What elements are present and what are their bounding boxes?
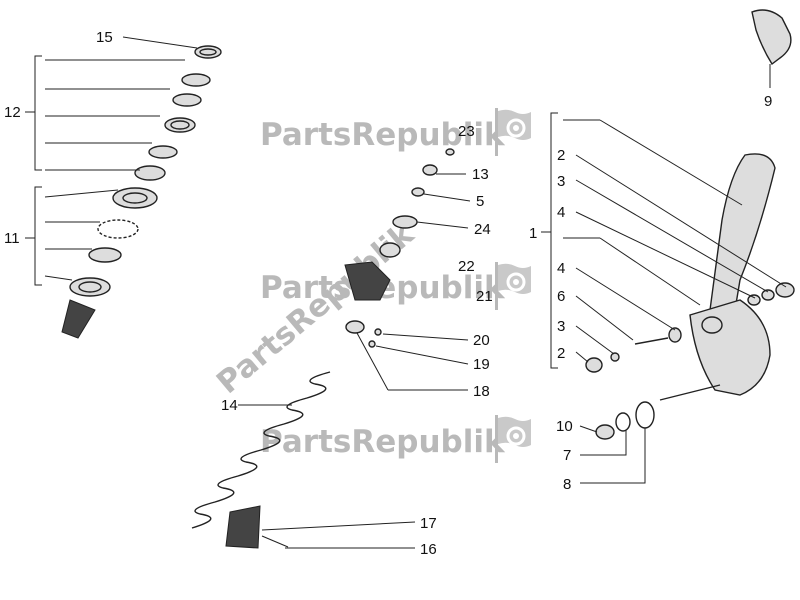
callout-24: 24 [474,221,491,238]
strap-part [751,9,792,88]
spring-assembly [191,371,416,549]
callout-10: 10 [556,418,573,435]
callout-4-bottom: 4 [557,260,565,277]
callout-13: 13 [472,166,489,183]
callout-19: 19 [473,356,490,373]
watermark-text: PartsRepublik [260,117,506,153]
callout-3-bottom: 3 [557,318,565,335]
watermark-text: PartsRepublik [260,424,506,460]
gear-icon [506,272,526,292]
gear-icon [506,426,526,446]
callout-6: 6 [557,288,565,305]
callout-2-top: 2 [557,147,565,164]
bracket-1 [541,112,787,369]
callout-9: 9 [764,93,772,110]
watermark-bottom: PartsRepublik [260,415,531,463]
callout-21: 21 [476,288,493,305]
callout-15: 15 [96,29,113,46]
callout-16: 16 [420,541,437,558]
callout-17: 17 [420,515,437,532]
gear-icon [506,118,526,138]
center-leaders [356,173,471,391]
callout-22: 22 [458,258,475,275]
callout-4-top: 4 [557,204,565,221]
callout-labels: 15 12 11 9 23 13 5 24 22 21 20 19 18 14 … [4,29,772,558]
headset-bearing-parts [61,45,222,339]
callout-2-bottom: 2 [557,345,565,362]
callout-1: 1 [529,225,537,242]
bracket-11 [25,186,119,286]
callout-11: 11 [4,230,20,247]
callout-14: 14 [221,397,238,414]
callout-23: 23 [458,123,475,140]
callout-3-top: 3 [557,173,565,190]
callout-8: 8 [563,476,571,493]
callout-5: 5 [476,193,484,210]
callout-18: 18 [473,383,490,400]
watermark-top: PartsRepublik [260,108,531,156]
bottom-right-leaders [579,425,646,484]
callout-20: 20 [473,332,490,349]
callout-7: 7 [563,447,571,464]
lever-assembly [585,153,795,440]
center-small-parts [344,148,455,348]
callout-12: 12 [4,104,21,121]
bracket-12 [25,55,185,171]
